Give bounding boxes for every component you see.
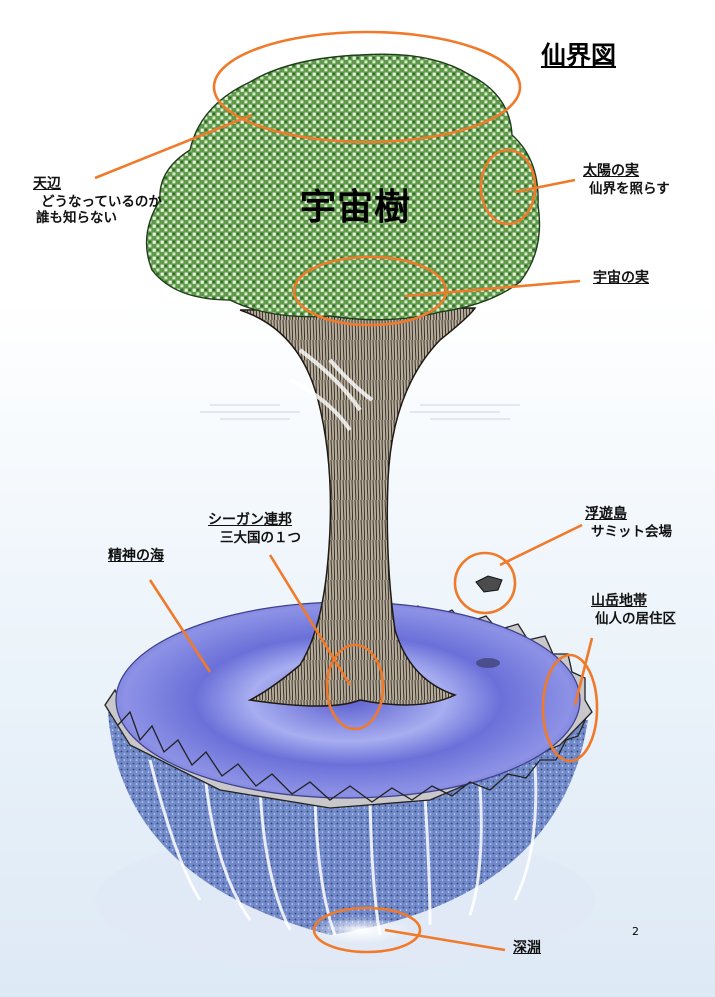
page-number: 2 (632, 925, 639, 938)
abyss-heading: 深淵 (513, 940, 541, 956)
spirit-sea-leader (148, 579, 212, 673)
front-rim (117, 710, 587, 803)
shiigan-ellipse (325, 643, 385, 731)
mountains-ellipse (541, 653, 599, 763)
floating-island-heading: 浮遊島 (585, 506, 627, 522)
shiigan-label: シーガン連邦 三大国の１つ (208, 512, 301, 546)
shiigan-leader (268, 554, 352, 686)
sun-fruit-leader (514, 178, 576, 194)
floating-island (475, 575, 503, 593)
cloud-band (200, 404, 520, 420)
mountains-line-1: 仙人の居住区 (595, 610, 676, 627)
floating-island-label: 浮遊島 サミット会場 (585, 506, 672, 540)
mountains-leader (573, 637, 594, 706)
floating-island-line-1: サミット会場 (591, 523, 672, 540)
cosmic-fruit-heading: 宇宙の実 (593, 270, 649, 286)
abyss-leader (384, 928, 506, 952)
sun-fruit-label: 太陽の実 仙界を照らす (583, 163, 670, 197)
tenpen-leader (94, 113, 253, 180)
mountains-heading: 山岳地帯 (591, 593, 647, 609)
tenpen-label: 天辺 どうなっているのか 誰も知らない (33, 176, 162, 227)
spirit-sea-heading: 精神の海 (108, 548, 164, 564)
cosmic-fruit-ellipse (292, 255, 448, 327)
cosmic-fruit-leader (404, 279, 581, 298)
tenpen-line-2: 誰も知らない (36, 210, 117, 227)
sun-fruit-line-1: 仙界を照らす (589, 180, 670, 197)
tenpen-line-1: どうなっているのか (41, 193, 162, 210)
cosmic-tree-trunk (239, 307, 477, 707)
cosmic-fruit-label: 宇宙の実 (593, 270, 649, 288)
tree-name-label: 宇宙樹 (300, 187, 412, 228)
abyss-label: 深淵 (513, 940, 541, 958)
leader-annotations (94, 30, 599, 954)
spirit-sea-label: 精神の海 (108, 548, 164, 566)
map-title: 仙界図 (541, 41, 617, 70)
abyss-ellipse (312, 906, 422, 954)
mountains-label: 山岳地帯 仙人の居住区 (591, 593, 676, 627)
tenpen-heading: 天辺 (33, 176, 61, 192)
shiigan-line-1: 三大国の１つ (220, 529, 301, 546)
tenpen-ellipse (212, 30, 522, 144)
floating-island-leader (499, 523, 583, 567)
shiigan-heading: シーガン連邦 (208, 512, 292, 528)
sun-fruit-heading: 太陽の実 (583, 163, 639, 179)
floating-island-circle (453, 551, 517, 615)
